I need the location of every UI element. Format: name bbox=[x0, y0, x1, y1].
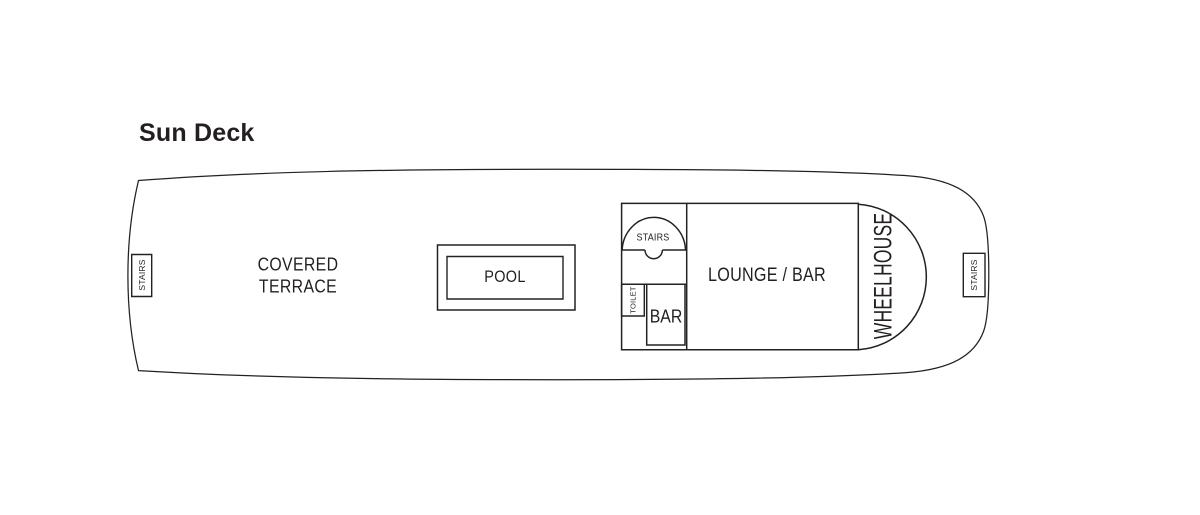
toilet-label: TOILET bbox=[628, 286, 638, 314]
lounge-bar-label: LOUNGE / BAR bbox=[708, 265, 826, 286]
deck-title: Sun Deck bbox=[139, 119, 255, 147]
stairs-aft-label: STAIRS bbox=[137, 259, 147, 291]
hull-outline bbox=[128, 169, 989, 379]
bar-label: BAR bbox=[649, 306, 683, 327]
wheelhouse-label: WHEELHOUSE bbox=[869, 212, 898, 340]
toilet-box bbox=[622, 284, 645, 316]
pool-inner-box bbox=[447, 257, 563, 300]
stairs-forward-box bbox=[963, 253, 985, 296]
stairs-dome-arc bbox=[622, 217, 686, 250]
superstructure-outline bbox=[622, 203, 859, 349]
pool-label: POOL bbox=[484, 267, 526, 286]
bar-box bbox=[647, 284, 685, 345]
covered-terrace-label: COVERED TERRACE bbox=[258, 255, 339, 298]
covered-terrace-line1: COVERED bbox=[257, 254, 339, 275]
covered-terrace-line2: TERRACE bbox=[258, 276, 338, 296]
stairs-aft-box bbox=[132, 255, 152, 297]
pool-outer-box bbox=[438, 245, 576, 310]
stairs-mid-label: STAIRS bbox=[636, 232, 670, 244]
stairs-notch-arc bbox=[645, 250, 662, 259]
wheelhouse-arc bbox=[858, 204, 926, 350]
stairs-forward-label: STAIRS bbox=[969, 259, 979, 291]
